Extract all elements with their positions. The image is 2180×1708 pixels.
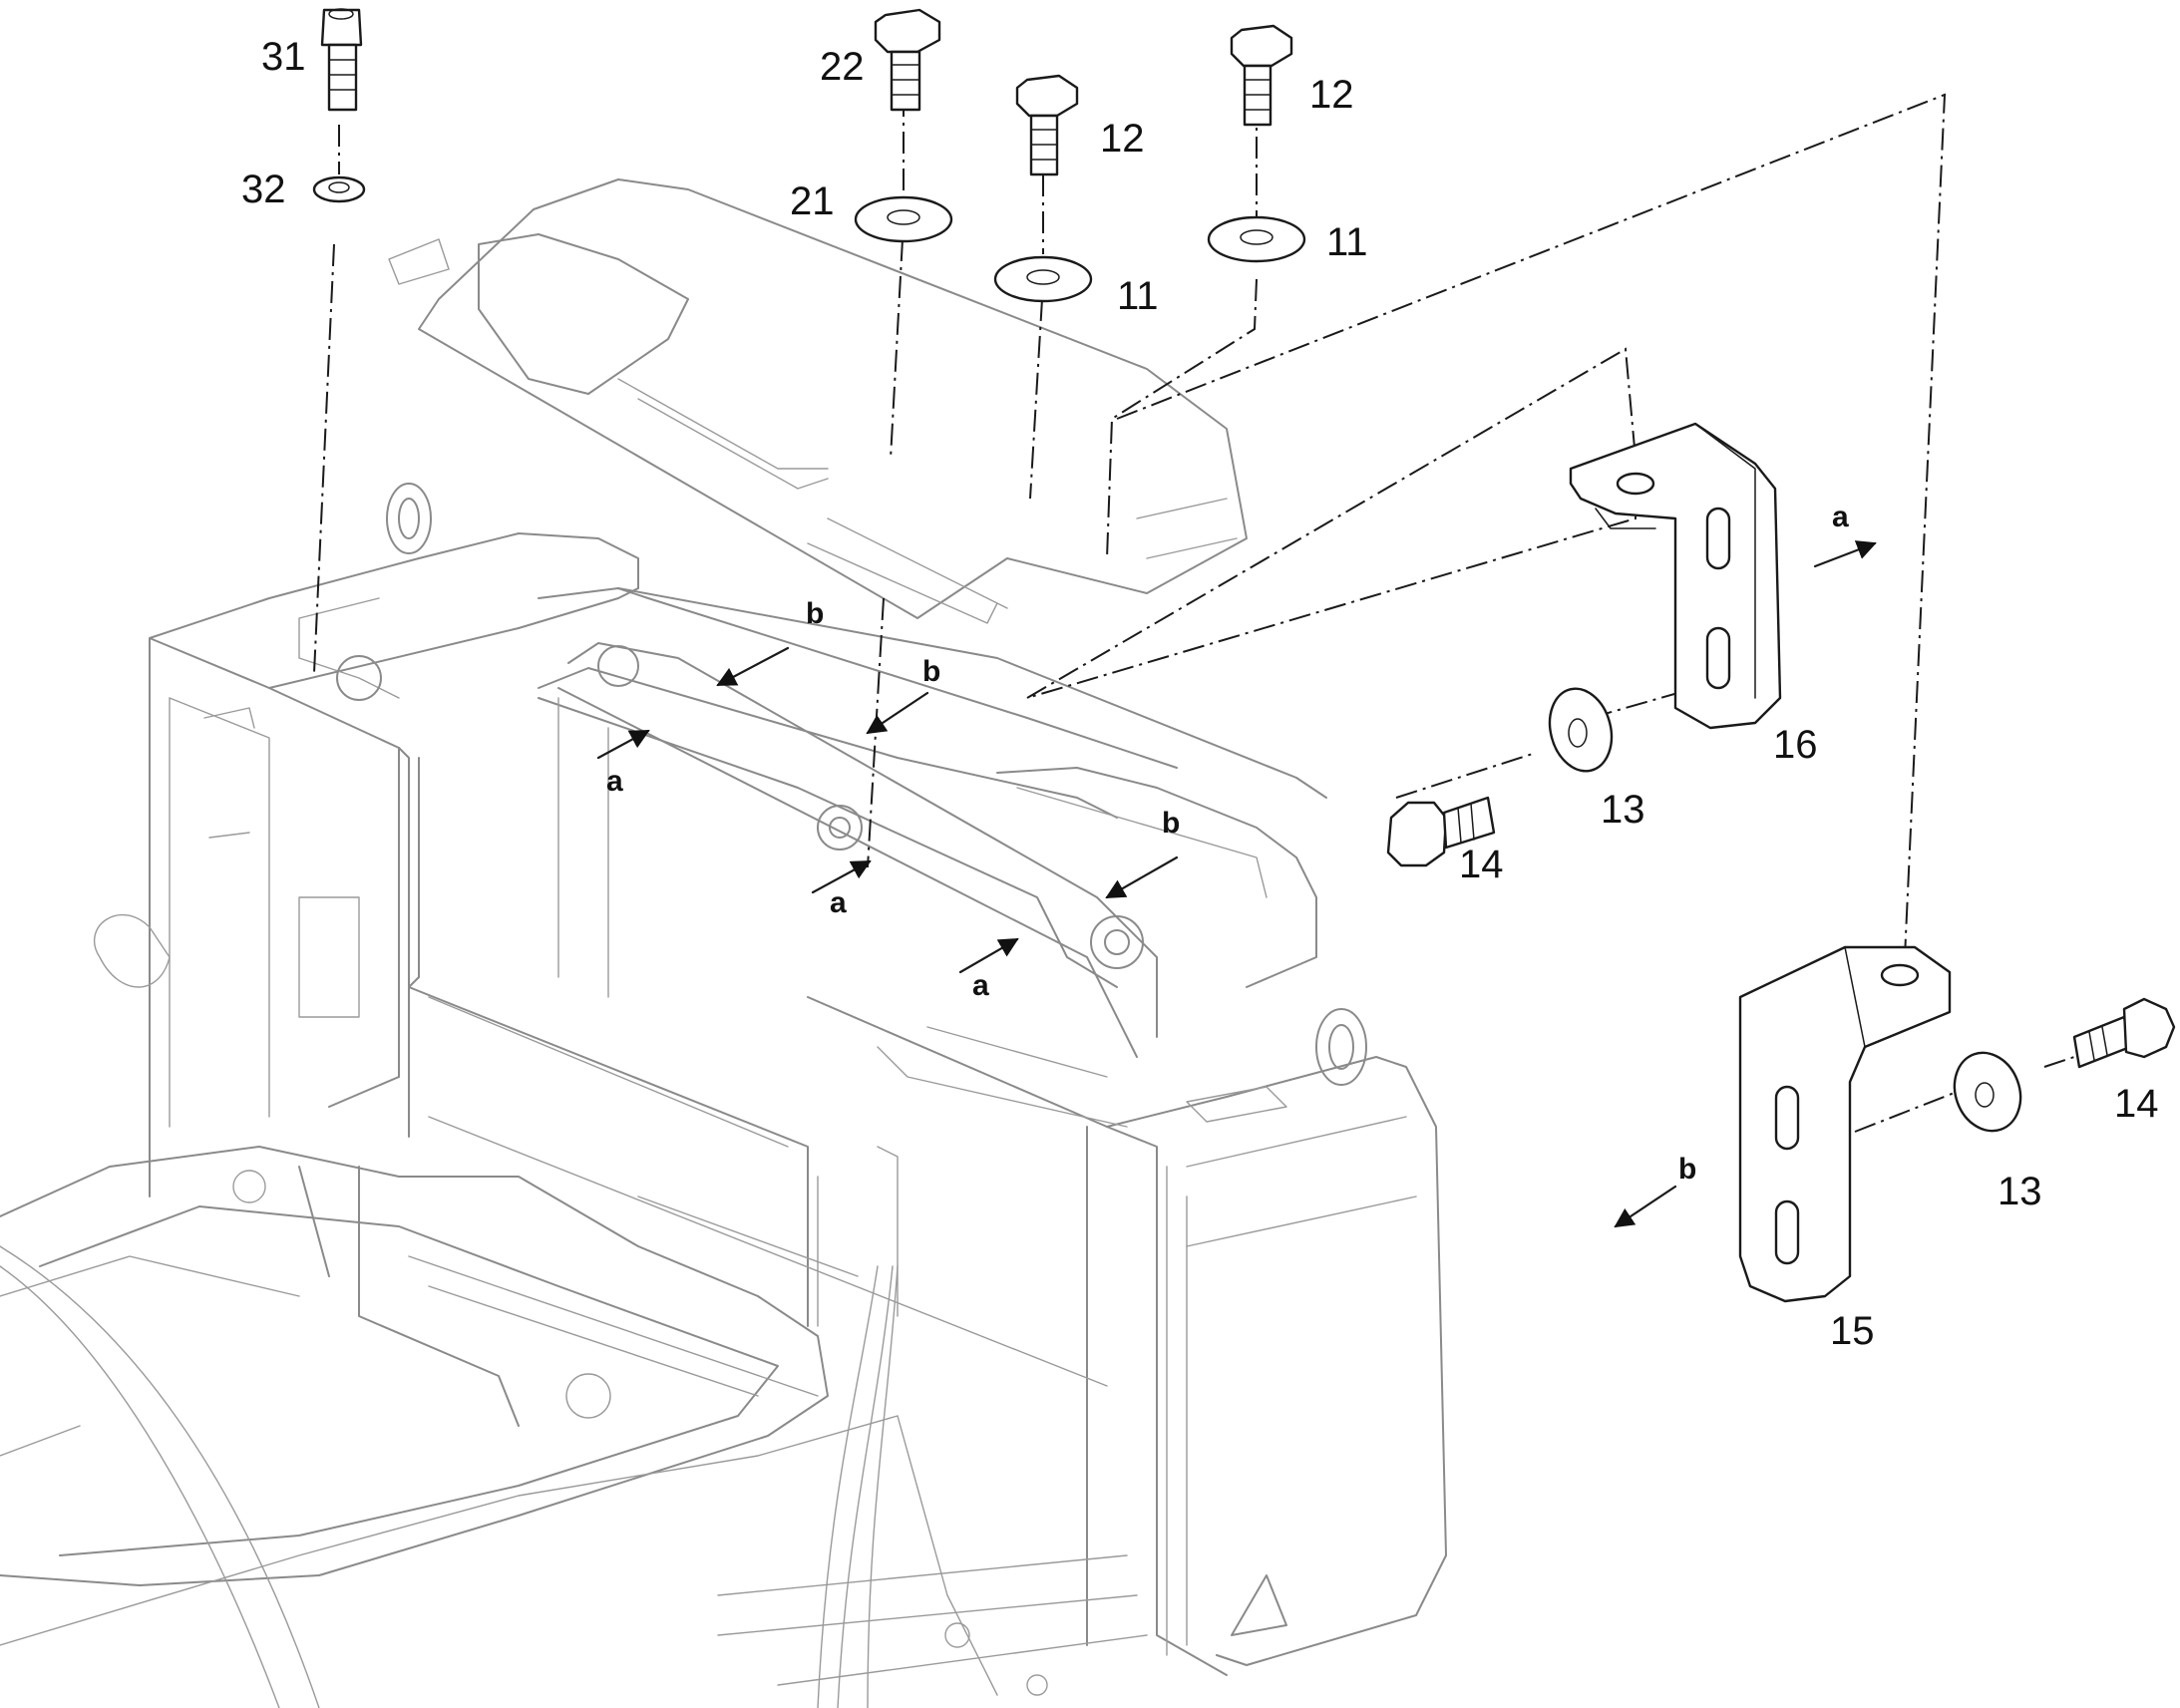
washer-13-upper — [1548, 687, 1614, 773]
top-cover-plate — [388, 178, 1248, 624]
hex-bolt-12-left — [1015, 74, 1079, 176]
view-letters: b b b b a a a a — [606, 501, 1849, 1186]
socket-head-screw-31 — [320, 8, 363, 112]
letter-a-3: a — [972, 969, 989, 1002]
label-13-upper: 13 — [1601, 788, 1645, 832]
washer-13-lower — [1953, 1051, 2022, 1133]
letter-b-4: b — [1678, 1153, 1696, 1186]
label-14-lower: 14 — [2114, 1082, 2159, 1126]
arrow-b-2 — [866, 691, 929, 735]
letter-a-4: a — [1832, 501, 1849, 533]
washer-11-left — [993, 255, 1093, 303]
hex-bolt-22 — [874, 8, 941, 112]
label-15: 15 — [1830, 1309, 1875, 1353]
machine-frame — [0, 483, 1447, 1708]
hex-bolt-12-right — [1230, 24, 1293, 127]
washer-32 — [312, 175, 366, 203]
angle-bracket-15 — [1738, 945, 1952, 1303]
arrow-a-2 — [811, 859, 872, 894]
letter-a-1: a — [606, 765, 623, 798]
part-number-labels: 31 32 22 21 12 12 11 11 16 13 14 15 13 1… — [241, 35, 2159, 1353]
letter-b-2: b — [922, 655, 940, 688]
view-arrows — [596, 540, 1877, 1228]
label-14-upper: 14 — [1459, 843, 1504, 886]
arrow-b-3 — [1105, 855, 1179, 899]
letter-b-3: b — [1162, 807, 1180, 840]
arrow-a-1 — [596, 729, 650, 760]
label-16: 16 — [1773, 723, 1818, 767]
label-12-right: 12 — [1309, 73, 1354, 117]
label-11-left: 11 — [1117, 274, 1159, 318]
label-21: 21 — [790, 179, 835, 223]
letter-b-1: b — [806, 597, 824, 630]
label-11-right: 11 — [1326, 220, 1368, 264]
letter-a-2: a — [830, 886, 847, 919]
washer-11-right — [1207, 215, 1306, 263]
arrow-b-1 — [716, 646, 790, 687]
label-22: 22 — [820, 45, 865, 89]
label-31: 31 — [261, 35, 306, 79]
label-12-left: 12 — [1100, 117, 1145, 161]
label-32: 32 — [241, 168, 286, 211]
angle-bracket-16 — [1569, 422, 1782, 730]
hex-bolt-14-upper — [1386, 796, 1496, 867]
hex-bolt-14-lower — [2072, 997, 2176, 1069]
arrow-a-4 — [1813, 540, 1877, 568]
arrow-a-3 — [958, 937, 1019, 974]
arrow-b-4 — [1614, 1185, 1677, 1228]
washer-21 — [854, 195, 953, 243]
label-13-lower: 13 — [1998, 1170, 2042, 1213]
